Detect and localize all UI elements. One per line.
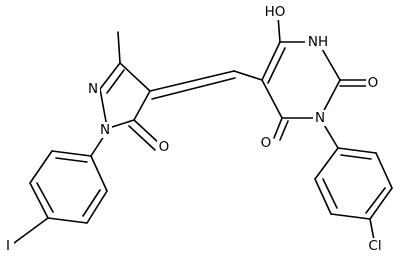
bond-c4-o (273, 117, 283, 139)
bond-iph-3-inner (36, 182, 54, 213)
svg-text:NH: NH (308, 34, 328, 50)
bond-n1-aryl (90, 135, 105, 157)
bond-clph-1 (337, 147, 377, 154)
bond-ch-c5prime (233, 70, 263, 81)
amide-nh-label: NH (305, 34, 331, 50)
bond-iph-3 (29, 182, 49, 219)
bond-c5p-c6-double (267, 47, 286, 84)
bond-methyl (117, 31, 121, 64)
pyrazole-n2-label: N (86, 81, 100, 97)
svg-text:O: O (368, 75, 379, 91)
bond-n1-n2 (99, 88, 108, 128)
svg-text:HO: HO (265, 4, 286, 20)
svg-text:N: N (100, 122, 110, 138)
bond-iph-5 (86, 190, 108, 224)
bond-clph-3-inner (365, 187, 386, 214)
bond-c4-c5 (133, 90, 151, 121)
bond-c3-c4 (119, 62, 151, 92)
bond-iph-5-inner (82, 189, 101, 217)
atom-labels: HO NH O O N N N O (2, 4, 386, 254)
bond-clph-4 (330, 213, 371, 220)
bond-clph-3 (369, 187, 393, 220)
bond-c5-o (133, 119, 161, 145)
pyrazolone-oxygen-label: O (157, 139, 171, 155)
svg-text:N: N (88, 81, 98, 97)
bond-c5p-c6 (261, 41, 281, 81)
bond-clph-1-inner (340, 154, 372, 160)
carbonyl-oxygen-right-label: O (366, 75, 380, 91)
bond-clph-5-inner (322, 178, 338, 209)
svg-text:N: N (315, 110, 325, 126)
bond-c4-ch (149, 70, 235, 92)
bond-c6-oh (277, 15, 281, 43)
bond-lines (13, 15, 393, 244)
bond-c4-c5p (261, 79, 283, 119)
bond-iph-4 (47, 217, 88, 224)
bond-c-i (13, 217, 49, 244)
svg-text:O: O (159, 139, 170, 155)
bond-clph-5 (314, 178, 332, 215)
iodo-label: I (2, 238, 14, 254)
bond-n2-c3 (99, 62, 121, 90)
chloro-label: Cl (364, 238, 386, 254)
bond-clph-6 (314, 147, 339, 180)
bond-c5-o-double (128, 125, 156, 151)
bond-c4-o-double (279, 120, 289, 141)
bond-c-cl (369, 218, 375, 241)
svg-text:Cl: Cl (368, 238, 381, 254)
bond-c5-n1 (111, 119, 135, 128)
bond-clph-2 (375, 152, 393, 189)
bond-c4-ch-double (151, 77, 236, 100)
bond-iph-2 (29, 150, 53, 184)
hydroxyl-label: HO (262, 4, 288, 20)
imide-nitrogen-label: N (313, 110, 327, 126)
bond-iph-1 (51, 150, 92, 157)
svg-text:O: O (261, 135, 272, 151)
bond-iph-1-inner (55, 157, 88, 163)
bond-n2-c3-double (106, 69, 125, 94)
pyrazole-n1-label: N (98, 122, 112, 138)
svg-text:I: I (6, 238, 10, 254)
bond-iph-6 (90, 155, 108, 192)
carbonyl-oxygen-bottom-label: O (259, 135, 273, 151)
